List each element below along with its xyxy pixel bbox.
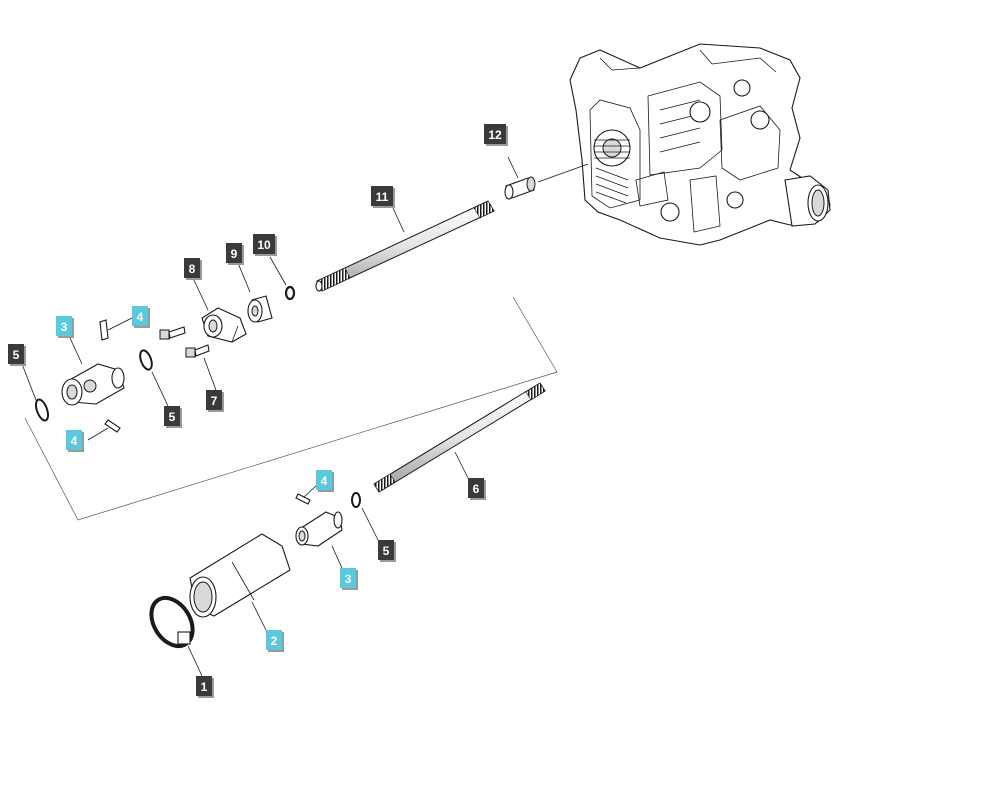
- roll-pin-icon: [87, 317, 133, 441]
- input-shaft-icon: [315, 200, 495, 292]
- callout-label: 5: [169, 410, 176, 424]
- shaft-icon: [373, 382, 546, 493]
- callout-box: [8, 344, 24, 364]
- callout-6[interactable]: 6: [468, 478, 486, 500]
- callout-box: [56, 316, 72, 336]
- callout-3[interactable]: 3: [56, 316, 74, 338]
- bolt-icon: [159, 326, 217, 391]
- callout-label: 8: [189, 262, 196, 276]
- callout-label: 4: [321, 474, 328, 488]
- callout-7[interactable]: 7: [206, 390, 224, 412]
- callout-box: [226, 243, 242, 263]
- callout-box: [378, 540, 394, 560]
- callout-label: 6: [473, 482, 480, 496]
- callout-label: 10: [257, 238, 271, 252]
- callout-label: 5: [383, 544, 390, 558]
- callout-box: [484, 124, 506, 144]
- callout-5[interactable]: 5: [164, 406, 182, 428]
- callout-5[interactable]: 5: [8, 344, 26, 366]
- callout-label: 4: [71, 434, 78, 448]
- callout-label: 7: [211, 394, 218, 408]
- roll-pin-icon: [295, 485, 317, 505]
- callout-box: [206, 390, 222, 410]
- callout-label: 4: [137, 310, 144, 324]
- callout-2[interactable]: 2: [266, 630, 284, 652]
- callout-box: [371, 186, 393, 206]
- callout-label: 5: [13, 348, 20, 362]
- callout-box: [340, 568, 356, 588]
- retaining-ring-icon: [351, 492, 379, 541]
- callout-box: [66, 430, 82, 450]
- callout-4[interactable]: 4: [132, 306, 150, 328]
- coupler-icon: [504, 156, 589, 200]
- callout-label: 3: [345, 572, 352, 586]
- callout-9[interactable]: 9: [226, 243, 244, 265]
- callout-label: 1: [201, 680, 208, 694]
- universal-joint-icon: [295, 511, 343, 569]
- callout-5[interactable]: 5: [378, 540, 396, 562]
- callout-label: 12: [488, 128, 502, 142]
- callout-10[interactable]: 10: [253, 234, 277, 256]
- callout-3[interactable]: 3: [340, 568, 358, 590]
- boot-icon: [189, 533, 291, 631]
- bearing-flange-icon: [192, 277, 247, 343]
- callout-11[interactable]: 11: [371, 186, 395, 208]
- callout-label: 2: [271, 634, 278, 648]
- transaxle-icon: [569, 43, 831, 246]
- callout-4[interactable]: 4: [316, 470, 334, 492]
- callout-box: [196, 676, 212, 696]
- callout-box: [253, 234, 275, 254]
- callout-box: [184, 258, 200, 278]
- callout-box: [266, 630, 282, 650]
- callout-label: 9: [231, 247, 238, 261]
- callout-8[interactable]: 8: [184, 258, 202, 280]
- callout-4[interactable]: 4: [66, 430, 84, 452]
- bushing-icon: [237, 262, 273, 323]
- callout-label: 3: [61, 320, 68, 334]
- detail-frame: [24, 296, 558, 521]
- callout-box: [316, 470, 332, 490]
- retaining-ring-icon: [21, 349, 169, 422]
- clamp-icon: [149, 595, 203, 677]
- snap-ring-icon: [269, 256, 296, 301]
- callout-box: [468, 478, 484, 498]
- callout-1[interactable]: 1: [196, 676, 214, 698]
- universal-joint-icon: [61, 337, 125, 406]
- callout-box: [164, 406, 180, 426]
- callout-label: 11: [376, 190, 389, 204]
- callout-12[interactable]: 12: [484, 124, 508, 146]
- callout-box: [132, 306, 148, 326]
